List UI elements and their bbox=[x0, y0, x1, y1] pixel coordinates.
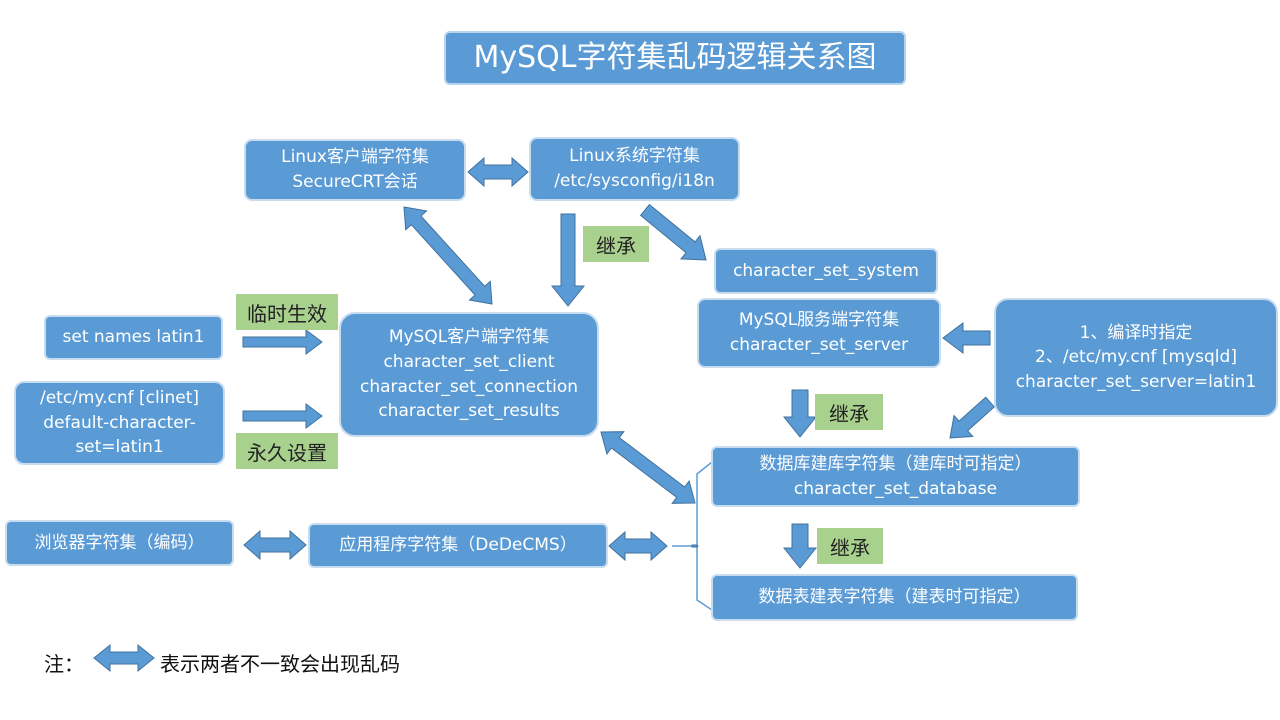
permanent-tag: 永久设置 bbox=[236, 433, 338, 469]
bracket-line bbox=[696, 461, 713, 611]
server-config-line-2: 2、/etc/my.cnf [mysqld] bbox=[1035, 347, 1237, 368]
arrow-setnames-to-mysqlclient bbox=[242, 329, 323, 355]
legend-double-arrow-icon bbox=[93, 643, 155, 673]
double-arrow-client-mysqlclient bbox=[403, 206, 493, 305]
database-charset-box: 数据库建库字符集（建库时可指定） character_set_database bbox=[711, 446, 1080, 507]
inherit-tag-table-text: 继承 bbox=[830, 535, 870, 560]
double-arrow-client-system bbox=[467, 156, 529, 188]
inherit-tag-server: 继承 bbox=[815, 394, 883, 430]
server-config-line-3: character_set_server=latin1 bbox=[1015, 371, 1257, 392]
linux-client-charset-box: Linux客户端字符集 SecureCRT会话 bbox=[244, 139, 466, 201]
linux-client-line-1: Linux客户端字符集 bbox=[281, 147, 429, 168]
double-arrow-browser-app bbox=[243, 529, 307, 561]
temporary-tag-text: 临时生效 bbox=[247, 301, 327, 326]
database-charset-line-1: 数据库建库字符集（建库时可指定） bbox=[759, 453, 1032, 474]
mysql-client-line-4: character_set_results bbox=[378, 401, 560, 422]
legend-note-body: 表示两者不一致会出现乱码 bbox=[160, 652, 400, 676]
my-cnf-client-box: /etc/my.cnf [clinet] default-character- … bbox=[14, 381, 225, 465]
my-cnf-client-line-1: /etc/my.cnf [clinet] bbox=[40, 388, 199, 409]
arrow-config-to-server bbox=[942, 322, 991, 354]
linux-client-line-2: SecureCRT会话 bbox=[292, 172, 418, 192]
arrow-server-to-database bbox=[782, 389, 818, 438]
arrow-system-to-mysqlclient bbox=[550, 213, 586, 307]
mysql-client-charset-box: MySQL客户端字符集 character_set_client charact… bbox=[339, 312, 599, 437]
linux-system-line-1: Linux系统字符集 bbox=[569, 146, 700, 167]
inherit-tag-linux-text: 继承 bbox=[596, 233, 636, 258]
bracket-joint bbox=[691, 544, 699, 548]
diagram-title-text: MySQL字符集乱码逻辑关系图 bbox=[473, 40, 877, 76]
arrow-system-to-charsetsystem bbox=[639, 203, 707, 261]
double-arrow-app-database bbox=[608, 530, 668, 562]
browser-charset-box: 浏览器字符集（编码） bbox=[5, 520, 234, 566]
temporary-tag: 临时生效 bbox=[236, 294, 338, 330]
app-charset-text: 应用程序字符集（DeDeCMS） bbox=[339, 535, 577, 556]
double-arrow-mysqlclient-database bbox=[600, 431, 696, 504]
set-names-box: set names latin1 bbox=[44, 315, 223, 360]
legend-note-prefix: 注： bbox=[44, 648, 84, 677]
mysql-server-line-1: MySQL服务端字符集 bbox=[738, 310, 900, 331]
mysql-client-line-1: MySQL客户端字符集 bbox=[388, 327, 550, 348]
browser-charset-text: 浏览器字符集（编码） bbox=[34, 532, 205, 553]
diagram-title: MySQL字符集乱码逻辑关系图 bbox=[444, 31, 906, 85]
linux-system-line-2: /etc/sysconfig/i18n bbox=[554, 171, 715, 191]
character-set-system-box: character_set_system bbox=[714, 248, 938, 294]
server-config-box: 1、编译时指定 2、/etc/my.cnf [mysqld] character… bbox=[994, 298, 1278, 417]
arrow-database-to-table bbox=[782, 523, 818, 569]
mysql-server-charset-box: MySQL服务端字符集 character_set_server bbox=[697, 298, 941, 368]
mysql-client-line-2: character_set_client bbox=[383, 351, 555, 372]
arrow-mycnf-to-mysqlclient bbox=[242, 403, 323, 429]
character-set-system-text: character_set_system bbox=[733, 260, 919, 281]
my-cnf-client-line-3: set=latin1 bbox=[75, 437, 164, 458]
linux-system-charset-box: Linux系统字符集 /etc/sysconfig/i18n bbox=[529, 137, 740, 201]
set-names-text: set names latin1 bbox=[62, 327, 205, 348]
inherit-tag-linux: 继承 bbox=[583, 226, 649, 262]
table-charset-box: 数据表建表字符集（建表时可指定） bbox=[711, 574, 1078, 621]
inherit-tag-table: 继承 bbox=[817, 528, 883, 564]
my-cnf-client-line-2: default-character- bbox=[43, 412, 196, 433]
database-charset-line-2: character_set_database bbox=[793, 478, 998, 499]
mysql-client-line-3: character_set_connection bbox=[359, 376, 579, 397]
arrow-config-to-database bbox=[949, 396, 996, 439]
legend-note-text: 表示两者不一致会出现乱码 bbox=[160, 648, 400, 677]
mysql-server-line-2: character_set_server bbox=[729, 335, 909, 355]
table-charset-text: 数据表建表字符集（建表时可指定） bbox=[758, 587, 1031, 608]
server-config-line-1: 1、编译时指定 bbox=[1079, 322, 1193, 343]
permanent-tag-text: 永久设置 bbox=[247, 440, 327, 465]
app-charset-box: 应用程序字符集（DeDeCMS） bbox=[308, 523, 608, 568]
inherit-tag-server-text: 继承 bbox=[829, 401, 869, 426]
legend-note-prefix-text: 注： bbox=[44, 652, 84, 676]
